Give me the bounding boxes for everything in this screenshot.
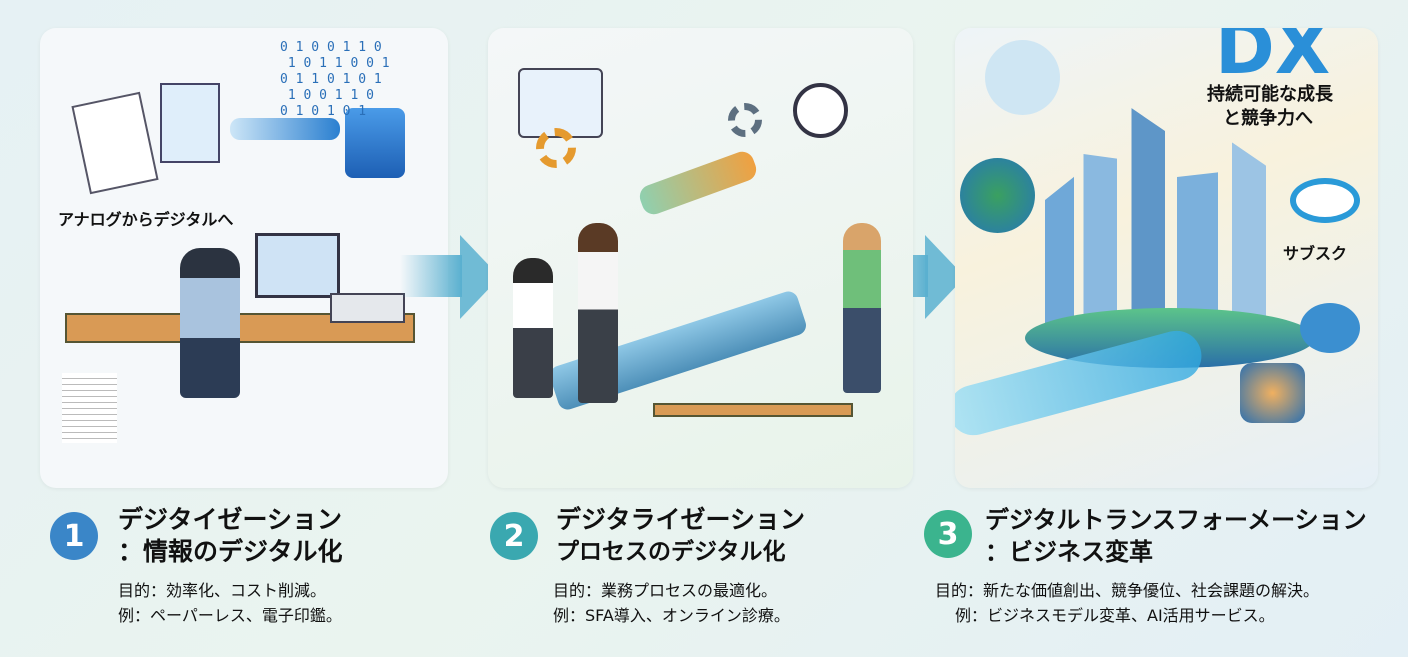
person <box>843 223 881 393</box>
step1-example: 例：ペーパーレス、電子印鑑。 <box>118 606 342 625</box>
dx-tagline-line1: 持続可能な成長 <box>1207 84 1333 105</box>
analog-to-digital-label: アナログからデジタルへ <box>58 210 234 229</box>
globe-people-icon <box>960 158 1035 233</box>
step2-subtitle: プロセスのデジタル化 <box>556 539 786 565</box>
step3-purpose: 目的：新たな価値創出、競争優位、社会課題の解決。 <box>935 581 1320 600</box>
gear-icon <box>536 128 576 168</box>
panel-digitization: 0 1 0 0 1 1 0 1 0 1 1 0 0 1 0 1 1 0 1 0 … <box>40 28 448 488</box>
step1-purpose: 目的：効率化、コスト削減。 <box>118 581 327 600</box>
step-number-badge: 3 <box>924 510 972 558</box>
paper-document-icon <box>71 91 159 195</box>
flow-arrow-body-1 <box>400 255 462 297</box>
step2-purpose: 目的：業務プロセスの最適化。 <box>553 581 778 600</box>
gear-icon <box>728 103 762 137</box>
panel-digital-transformation: DX 持続可能な成長 と競争力へ サブスク <box>955 28 1378 488</box>
digital-file-icon <box>345 108 405 178</box>
step1-subtitle: ：情報のデジタル化 <box>118 537 343 566</box>
step-number-badge: 2 <box>490 512 538 560</box>
step2-title: デジタライゼーション <box>556 505 806 534</box>
office-worker <box>180 248 240 398</box>
paper-stack <box>62 373 117 443</box>
binary-document-icon <box>160 83 220 163</box>
person <box>578 223 618 403</box>
step-number-badge: 1 <box>50 512 98 560</box>
dx-logo: DX <box>1215 28 1331 90</box>
step3-example: 例：ビジネスモデル変革、AI活用サービス。 <box>955 606 1275 625</box>
step3-title: デジタルトランスフォーメーション <box>985 506 1367 534</box>
step2-example: 例：SFA導入、オンライン診療。 <box>553 606 790 625</box>
person <box>513 258 553 398</box>
computer-monitor <box>255 233 340 298</box>
rocket-icon <box>985 40 1060 115</box>
subscription-label: サブスク <box>1283 244 1348 263</box>
step1-title: デジタイゼーション <box>118 505 343 534</box>
arrow-icon <box>230 118 340 140</box>
dx-tagline-line2: と競争力へ <box>1223 108 1313 129</box>
dashboard-window <box>518 68 603 138</box>
panel-digitalization <box>488 28 913 488</box>
ai-brain-icon <box>1240 363 1305 423</box>
binary-stream: 0 1 0 0 1 1 0 1 0 1 1 0 0 1 0 1 1 0 1 0 … <box>280 40 390 119</box>
ai-brain-icon <box>1300 303 1360 353</box>
city-skyline <box>1045 108 1285 338</box>
process-arrow <box>636 148 760 218</box>
scanner <box>330 293 405 323</box>
desk <box>653 403 853 417</box>
clock-icon <box>793 83 848 138</box>
infinity-icon <box>1290 178 1360 223</box>
step3-subtitle: ：ビジネス変革 <box>985 538 1153 566</box>
